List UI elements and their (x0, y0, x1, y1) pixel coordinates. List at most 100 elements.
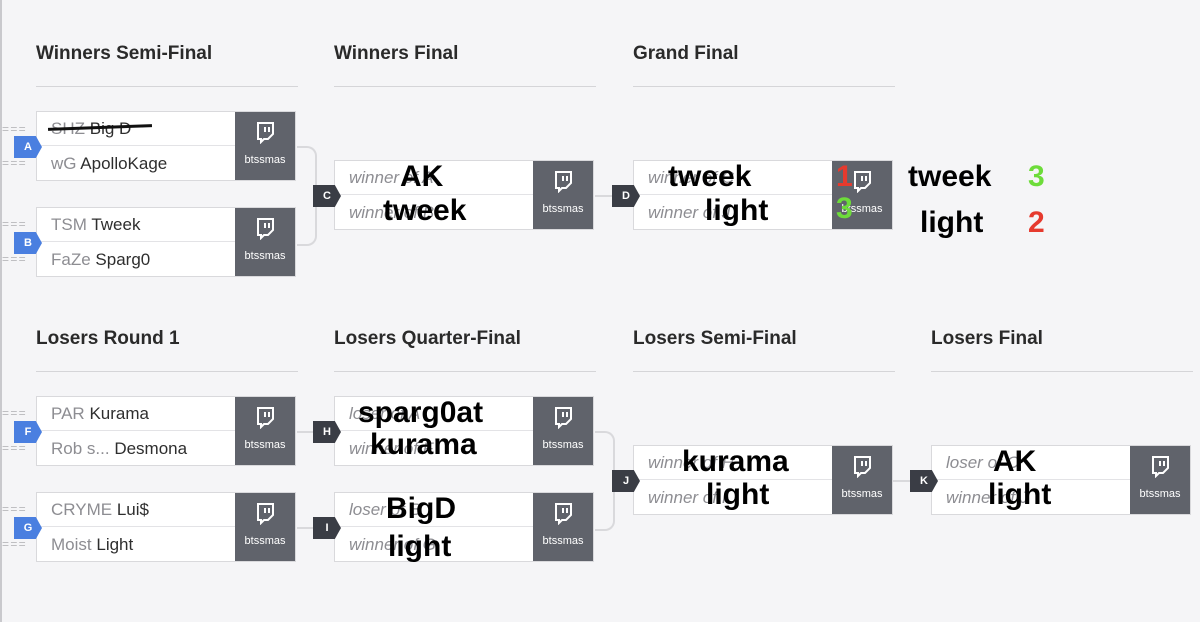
placeholder-text: winner of F (349, 439, 434, 458)
score-d-bottom: 3 (836, 192, 853, 225)
round-title-winners-semi: Winners Semi-Final (36, 43, 213, 64)
match-k-slot-top[interactable]: loser of C (932, 446, 1132, 480)
sponsor-tag: Rob s... (51, 439, 110, 458)
placeholder-text: winner of J (946, 488, 1029, 507)
sponsor-tag: Moist (51, 535, 92, 554)
stream-label: btssmas (841, 203, 883, 215)
match-g[interactable]: CRYME Lui$ Moist Light btssmas (36, 492, 296, 562)
final-bottom-score: 2 (1028, 206, 1045, 239)
title-rule (334, 86, 596, 87)
title-rule (334, 371, 596, 372)
match-badge: F (14, 421, 42, 443)
drag-handle: = = = (2, 502, 26, 516)
stream-label: btssmas (542, 535, 584, 547)
annotation-j-top: kurama (682, 445, 789, 478)
annotation-h-bottom: kurama (370, 428, 477, 461)
match-badge: C (313, 185, 341, 207)
match-k[interactable]: loser of C winner of J btssmas (931, 445, 1191, 515)
match-k-slot-bottom[interactable]: winner of J (932, 481, 1132, 515)
left-border (0, 0, 2, 622)
player-name: Sparg0 (95, 250, 151, 269)
match-f-player-bottom[interactable]: Rob s... Desmona (37, 432, 237, 466)
sponsor-tag: CRYME (51, 500, 113, 519)
stream-label: btssmas (244, 439, 286, 451)
match-f[interactable]: PAR Kurama Rob s... Desmona btssmas (36, 396, 296, 466)
placeholder-text: winner of A (349, 168, 434, 187)
placeholder-text: winner of I (648, 488, 727, 507)
match-d[interactable]: winner of C winner of J btssmas (633, 160, 893, 230)
drag-handle: = = = (2, 406, 26, 420)
player-name: Kurama (89, 404, 149, 423)
stream-button[interactable]: btssmas (832, 161, 892, 229)
placeholder-text: winner of H (648, 453, 734, 472)
match-d-slot-bottom[interactable]: winner of J (634, 196, 834, 230)
drag-handle: = = = (2, 537, 26, 551)
player-name: Tweek (91, 215, 141, 234)
round-title-winners-final: Winners Final (334, 43, 459, 64)
match-h-slot-top[interactable]: loser of A (335, 397, 535, 431)
twitch-icon (854, 171, 871, 193)
match-c-slot-bottom[interactable]: winner of B (335, 196, 535, 230)
match-c[interactable]: winner of A winner of B btssmas (334, 160, 594, 230)
stream-label: btssmas (244, 535, 286, 547)
stream-button[interactable]: btssmas (235, 112, 295, 180)
stream-label: btssmas (1139, 488, 1181, 500)
match-g-player-top[interactable]: CRYME Lui$ (37, 493, 237, 527)
match-b-player-bottom[interactable]: FaZe Sparg0 (37, 243, 237, 277)
match-j-slot-bottom[interactable]: winner of I (634, 481, 834, 515)
match-b-player-top[interactable]: TSM Tweek (37, 208, 237, 242)
round-title-losers-r1: Losers Round 1 (36, 328, 180, 349)
player-name: Lui$ (116, 500, 149, 519)
stream-button[interactable]: btssmas (533, 161, 593, 229)
match-badge: D (612, 185, 640, 207)
title-rule (36, 371, 298, 372)
annotation-i-bottom: light (388, 530, 452, 563)
match-badge: J (612, 470, 640, 492)
match-a[interactable]: SHZ Big D wG ApolloKage btssmas (36, 111, 296, 181)
sponsor-tag: TSM (51, 215, 87, 234)
stream-button[interactable]: btssmas (533, 397, 593, 465)
round-title-grand-final: Grand Final (633, 43, 739, 64)
title-rule (633, 371, 895, 372)
match-g-player-bottom[interactable]: Moist Light (37, 528, 237, 562)
stream-button[interactable]: btssmas (235, 208, 295, 276)
match-c-slot-top[interactable]: winner of A (335, 161, 535, 195)
stream-label: btssmas (542, 439, 584, 451)
match-f-player-top[interactable]: PAR Kurama (37, 397, 237, 431)
placeholder-text: loser of A (349, 404, 421, 423)
twitch-icon (854, 456, 871, 478)
match-i-slot-bottom[interactable]: winner of G (335, 528, 535, 562)
final-bottom-name: light (920, 206, 984, 239)
match-i[interactable]: loser of B winner of G btssmas (334, 492, 594, 562)
twitch-icon (257, 503, 274, 525)
player-name: Desmona (114, 439, 188, 458)
annotation-c-bottom: tweek (383, 194, 467, 227)
stream-button[interactable]: btssmas (235, 493, 295, 561)
match-a-player-bottom[interactable]: wG ApolloKage (37, 147, 237, 181)
final-top-name: tweek (908, 160, 992, 193)
match-badge: G (14, 517, 42, 539)
stream-button[interactable]: btssmas (832, 446, 892, 514)
placeholder-text: winner of J (648, 203, 731, 222)
twitch-icon (1152, 456, 1169, 478)
match-d-slot-top[interactable]: winner of C (634, 161, 834, 195)
annotation-c-top: AK (400, 160, 444, 193)
match-h[interactable]: loser of A winner of F btssmas (334, 396, 594, 466)
placeholder-text: winner of B (349, 203, 435, 222)
match-badge: B (14, 232, 42, 254)
annotation-j-bottom: light (706, 478, 770, 511)
final-top-score: 3 (1028, 160, 1045, 193)
round-title-losers-qf: Losers Quarter-Final (334, 328, 521, 349)
sponsor-tag: PAR (51, 404, 85, 423)
twitch-icon (555, 407, 572, 429)
match-h-slot-bottom[interactable]: winner of F (335, 432, 535, 466)
stream-button[interactable]: btssmas (1130, 446, 1190, 514)
match-i-slot-top[interactable]: loser of B (335, 493, 535, 527)
stream-button[interactable]: btssmas (235, 397, 295, 465)
stream-button[interactable]: btssmas (533, 493, 593, 561)
match-j-slot-top[interactable]: winner of H (634, 446, 834, 480)
sponsor-tag: wG (51, 154, 77, 173)
match-b[interactable]: TSM Tweek FaZe Sparg0 btssmas (36, 207, 296, 277)
annotation-k-bottom: light (988, 478, 1052, 511)
twitch-icon (257, 218, 274, 240)
